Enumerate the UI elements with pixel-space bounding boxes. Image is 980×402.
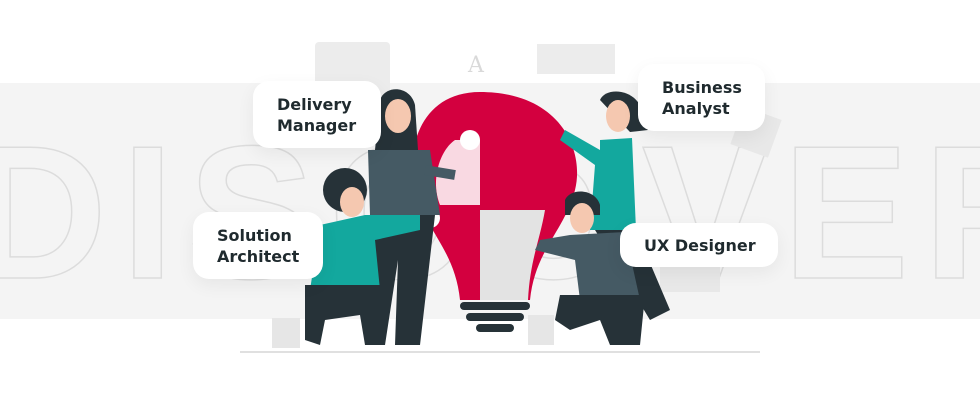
delivery-manager-figure [368,89,456,345]
role-label-line: Analyst [662,98,730,118]
keyboard-icon [660,262,720,292]
wireframe-icon [537,44,615,74]
role-label-line: Delivery [277,94,352,114]
role-label-line: Solution [217,225,292,245]
role-label-line: Business [662,77,742,97]
solution-architect-figure [305,168,420,345]
pencil-cup-icon [272,318,300,348]
role-label-line: Manager [277,115,357,135]
ux-designer-figure [528,191,645,345]
letter-a-icon: A [467,53,485,78]
role-label-line: Architect [217,246,300,266]
role-label-ux-designer: UX Designer [620,223,778,267]
role-label-line: UX Designer [644,235,756,255]
